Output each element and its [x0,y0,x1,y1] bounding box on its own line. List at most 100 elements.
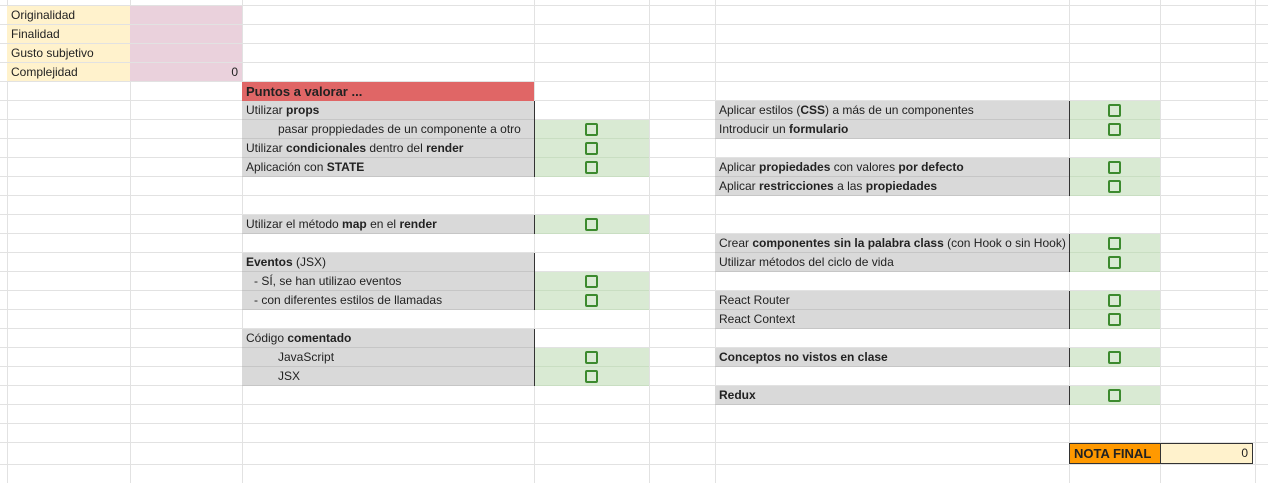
check-cell-map[interactable] [534,215,649,234]
separator-right-5 [1069,348,1070,367]
separator-left-1 [534,101,535,177]
check-cell-redux[interactable] [1069,386,1160,405]
restricciones-text: Aplicar [719,179,760,193]
row-crear[interactable]: Crear componentes sin la palabra class (… [715,234,1069,253]
check-cell-jsx[interactable] [534,367,649,386]
row-javascript[interactable]: JavaScript [242,348,534,367]
check-cell-formulario[interactable] [1069,120,1160,139]
codigo-bold: comentado [287,331,352,345]
css-text: Aplicar estilos ( [719,103,801,117]
check-cell-ciclo[interactable] [1069,253,1160,272]
checkbox-router[interactable] [1108,294,1121,307]
checkbox-formulario[interactable] [1108,123,1121,136]
map-text: Utilizar el método [246,217,343,231]
check-cell-propiedades[interactable] [1069,158,1160,177]
row-codigo[interactable]: Código comentado [242,329,534,348]
row-formulario[interactable]: Introducir un formulario [715,120,1069,139]
row-map[interactable]: Utilizar el método map en el render [242,215,534,234]
separator-left-4 [534,329,535,386]
checkbox-ciclo[interactable] [1108,256,1121,269]
separator-right-4 [1069,291,1070,329]
css-bold: CSS [800,103,826,117]
row-css[interactable]: Aplicar estilos (CSS) a más de un compon… [715,101,1069,120]
checkbox-css[interactable] [1108,104,1121,117]
separator-right-6 [1069,386,1070,405]
row-redux[interactable]: Redux [715,386,1069,405]
check-cell-crear[interactable] [1069,234,1160,253]
restricciones-bold: restricciones [759,179,834,193]
checkbox-javascript[interactable] [585,351,598,364]
row-restricciones[interactable]: Aplicar restricciones a las propiedades [715,177,1069,196]
criteria-value-originalidad[interactable] [130,6,242,25]
checkbox-crear[interactable] [1108,237,1121,250]
check-cell-pasar[interactable] [534,120,649,139]
row-state[interactable]: Aplicación con STATE [242,158,534,177]
row-condicionales[interactable]: Utilizar condicionales dentro del render [242,139,534,158]
crear-text: Crear [719,236,753,250]
propiedades-text2: con valores [830,160,899,174]
state-bold: STATE [326,160,365,174]
crear-bold: componentes sin la palabra class [752,236,944,250]
check-cell-restricciones[interactable] [1069,177,1160,196]
row-router[interactable]: React Router [715,291,1069,310]
check-cell-state[interactable] [534,158,649,177]
check-cell-css[interactable] [1069,101,1160,120]
criteria-value-finalidad[interactable] [130,25,242,44]
row-eventos[interactable]: Eventos (JSX) [242,253,534,272]
props-text: Utilizar [246,103,287,117]
checkbox-propiedades[interactable] [1108,161,1121,174]
checkbox-eventos-si[interactable] [585,275,598,288]
formulario-bold: formulario [789,122,849,136]
checkbox-map[interactable] [585,218,598,231]
row-eventos-si[interactable]: - SÍ, se han utilizao eventos [242,272,534,291]
checkbox-eventos-diff[interactable] [585,294,598,307]
puntos-header[interactable]: Puntos a valorar ... [242,82,534,101]
propiedades-bold2: por defecto [898,160,964,174]
row-eventos-diff[interactable]: - con diferentes estilos de llamadas [242,291,534,310]
props-bold: props [286,103,320,117]
crear-text2: (con Hook o sin Hook) [943,236,1066,250]
condicionales-bold2: render [426,141,464,155]
criteria-label-complejidad[interactable]: Complejidad [7,63,130,82]
condicionales-text: Utilizar [246,141,287,155]
checkbox-jsx[interactable] [585,370,598,383]
row-ciclo[interactable]: Utilizar métodos del ciclo de vida [715,253,1069,272]
criteria-value-complejidad[interactable]: 0 [130,63,242,82]
css-text2: ) a más de un componentes [825,103,974,117]
criteria-value-gusto[interactable] [130,44,242,63]
row-props[interactable]: Utilizar props [242,101,534,120]
check-cell-conceptos[interactable] [1069,348,1160,367]
criteria-label-originalidad[interactable]: Originalidad [7,6,130,25]
row-context[interactable]: React Context [715,310,1069,329]
separator-right-2 [1069,158,1070,196]
checkbox-state[interactable] [585,161,598,174]
check-cell-router[interactable] [1069,291,1160,310]
checkbox-condicionales[interactable] [585,142,598,155]
map-bold: map [342,217,367,231]
checkbox-pasar[interactable] [585,123,598,136]
row-propiedades[interactable]: Aplicar propiedades con valores por defe… [715,158,1069,177]
restricciones-text2: a las [833,179,866,193]
checkbox-redux[interactable] [1108,389,1121,402]
state-text: Aplicación con [246,160,327,174]
row-conceptos[interactable]: Conceptos no vistos en clase [715,348,1069,367]
criteria-label-gusto[interactable]: Gusto subjetivo [7,44,130,63]
checkbox-restricciones[interactable] [1108,180,1121,193]
separator-left-2 [534,215,535,234]
row-jsx[interactable]: JSX [242,367,534,386]
nota-final-value[interactable]: 0 [1161,443,1253,464]
separator-left-3 [534,253,535,310]
propiedades-bold: propiedades [759,160,831,174]
row-pasar[interactable]: pasar proppiedades de un componente a ot… [242,120,534,139]
check-cell-eventos-diff[interactable] [534,291,649,310]
check-cell-javascript[interactable] [534,348,649,367]
check-cell-condicionales[interactable] [534,139,649,158]
checkbox-context[interactable] [1108,313,1121,326]
separator-right-1 [1069,101,1070,139]
check-cell-eventos-si[interactable] [534,272,649,291]
nota-final-label[interactable]: NOTA FINAL [1069,443,1161,464]
checkbox-conceptos[interactable] [1108,351,1121,364]
separator-right-3 [1069,234,1070,272]
criteria-label-finalidad[interactable]: Finalidad [7,25,130,44]
check-cell-context[interactable] [1069,310,1160,329]
